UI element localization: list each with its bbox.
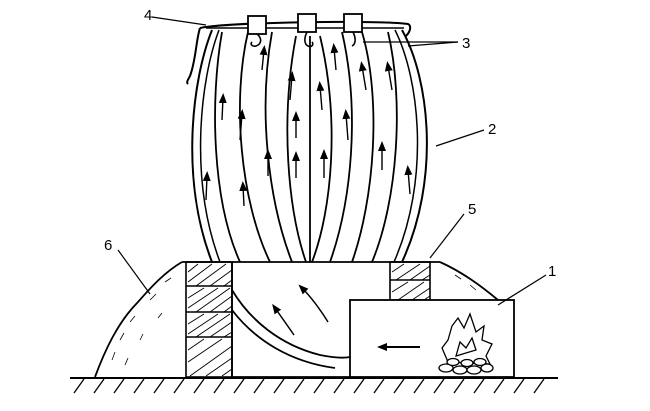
flow-arrow-icon [272,303,295,336]
flow-arrow-icon [384,61,393,91]
flow-arrow-icon [239,181,248,207]
bag-flow-arrows [202,43,413,207]
flow-arrow-icon [237,109,246,141]
brick-pillar-right [389,261,431,301]
hook-icon [250,31,356,48]
hanger-block [297,13,317,33]
leader-lines [117,16,547,306]
brick-pillar-left [185,261,233,378]
duct-flow-arrows [272,284,329,336]
label-mound: 6 [104,237,112,254]
flow-arrow-icon [330,43,339,71]
flow-arrow-icon [358,61,367,91]
earth-mound [94,261,499,378]
fire-icon [438,312,494,375]
flow-arrow-icon [298,284,329,323]
hanger-block [343,13,363,33]
flow-arrow-icon [342,109,351,141]
label-rope: 4 [144,7,152,24]
label-hooks: 3 [462,35,470,52]
flow-arrow-icon [316,81,325,111]
hook-blocks [247,13,363,35]
label-fire: 1 [548,263,556,280]
hanger-block [247,15,267,35]
flow-arrow-icon [259,45,268,71]
label-bag: 2 [488,121,496,138]
firebox [349,299,515,378]
label-rim: 5 [468,201,476,218]
ground [70,377,558,394]
flow-arrow-icon [218,93,227,121]
flow-arrow-icon [202,171,211,201]
drying-bag [191,29,428,263]
kiln-base [182,261,440,378]
flow-arrow-icon [404,165,413,195]
flow-arrow-icon [287,71,296,101]
